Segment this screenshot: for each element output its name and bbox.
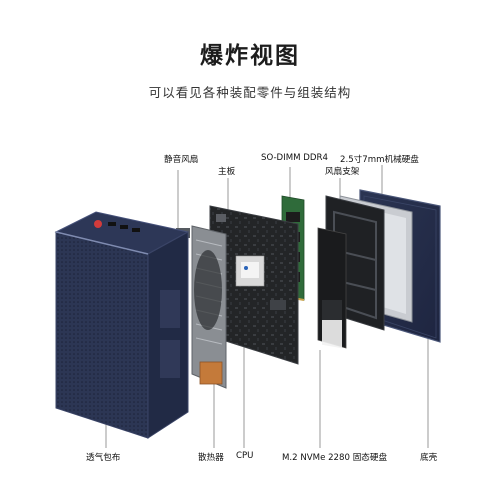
page-title: 爆炸视图 [200, 43, 300, 69]
label-hdd: 2.5寸7mm机械硬盘 [340, 155, 419, 165]
label-shell: 透气包布 [86, 453, 121, 463]
label-mainboard: 主板 [218, 167, 236, 177]
label-ram: SO-DIMM DDR4 [261, 153, 328, 163]
page-subtitle: 可以看见各种装配零件与组装结构 [148, 85, 352, 100]
label-ssd: M.2 NVMe 2280 固态硬盘 [282, 453, 388, 463]
label-fan: 静音风扇 [164, 155, 199, 165]
label-fan-bracket: 风扇支架 [325, 167, 360, 177]
label-bottom-case: 底壳 [420, 453, 438, 463]
ssd-illustration [317, 227, 347, 349]
label-heatsink: 散热器 [198, 453, 224, 463]
label-cpu: CPU [236, 451, 254, 461]
mini-pc-shell-illustration [54, 211, 190, 439]
heatsink-fan-illustration [176, 225, 227, 389]
mainboard-illustration [209, 205, 299, 365]
